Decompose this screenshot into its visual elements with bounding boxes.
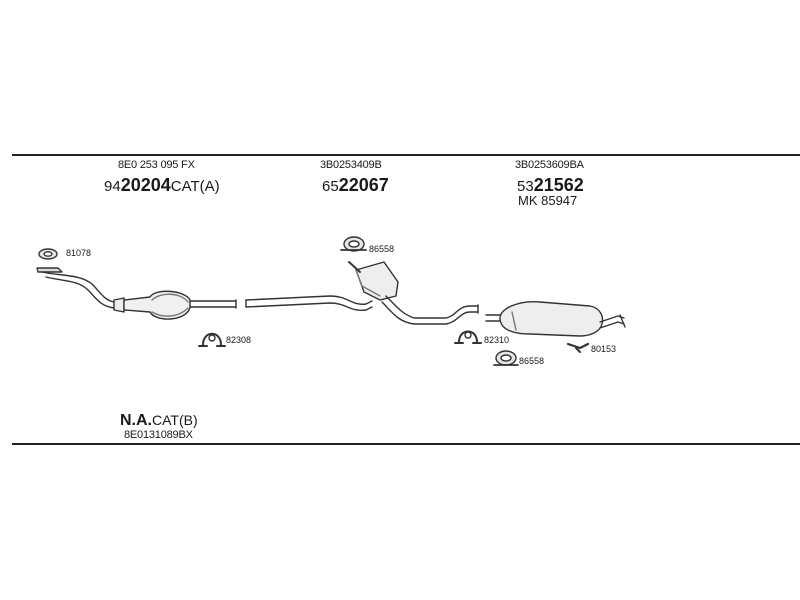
- group-1-oem: 8E0 253 095 FX: [118, 159, 195, 171]
- group-1-code-suffix: CAT(A): [170, 178, 220, 195]
- part-81078-label: 81078: [66, 248, 92, 258]
- hanger-86558-bottom-icon: [493, 350, 519, 366]
- na-bold: N.A.: [120, 412, 152, 429]
- na-suffix: CAT(B): [152, 412, 198, 428]
- part-82310-label: 82310: [484, 335, 510, 345]
- part-80153-label: 80153: [591, 344, 617, 354]
- group-2-code-prefix: 65: [322, 178, 339, 195]
- part-86558-bottom-label: 86558: [519, 356, 545, 366]
- hanger-86558-top-icon: [340, 236, 367, 252]
- clamp-82308-icon: [198, 332, 226, 347]
- rear-muffler-icon: [485, 301, 626, 337]
- gasket-81078-icon: [38, 248, 58, 260]
- front-pipe-catalyst-icon: [36, 267, 237, 320]
- part-82308-label: 82308: [226, 335, 252, 345]
- group-2-code: 6522067: [322, 175, 389, 196]
- middle-pipe-muffler-icon: [245, 261, 479, 325]
- group-2-oem: 3B0253409B: [320, 159, 382, 171]
- group-2-code-main: 22067: [338, 175, 389, 195]
- bottom-divider: [12, 443, 800, 445]
- group-3-code-main: 21562: [533, 175, 584, 195]
- group-1-code-prefix: 94: [104, 178, 121, 195]
- group-3-code: 5321562: [517, 175, 584, 196]
- group-1-code-main: 20204: [120, 175, 171, 195]
- part-86558-top-label: 86558: [369, 244, 395, 254]
- group-3-oem: 3B0253609BA: [515, 159, 584, 171]
- bracket-80153-icon: [566, 342, 590, 353]
- top-divider: [12, 154, 800, 156]
- group-3-extra: MK 85947: [518, 193, 578, 208]
- group-3-code-prefix: 53: [517, 178, 534, 195]
- na-catalyst-oem: 8E0131089BX: [124, 429, 193, 441]
- clamp-82310-icon: [454, 330, 482, 344]
- na-catalyst-note: N.A.CAT(B): [120, 412, 198, 430]
- group-1-code: 9420204CAT(A): [104, 175, 220, 196]
